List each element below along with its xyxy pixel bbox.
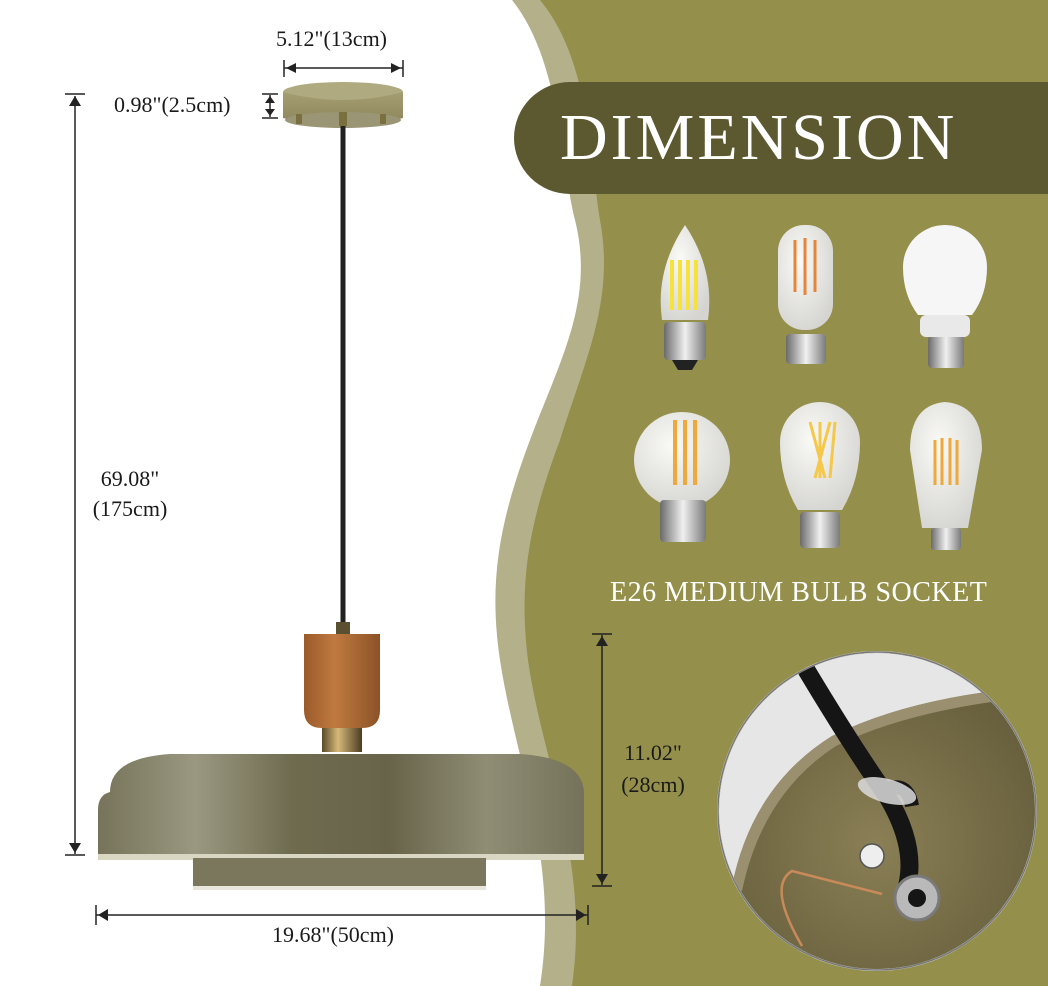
socket-title: E26 MEDIUM BULB SOCKET [610,577,988,608]
tubular-bulb-icon [778,225,833,364]
total-height-inch-label: 69.08" [100,466,160,491]
ground-symbol-sticker [859,843,885,869]
lamp-shade-inner [193,858,486,888]
led-bulb-icon [903,225,987,368]
compatible-bulbs-grid [634,225,987,550]
globe-bulb-icon [634,412,730,542]
shade-height-inch-label: 11.02" [624,740,682,765]
canopy-width-label: 5.12"(13cm) [276,26,388,51]
cord-clip [857,777,917,805]
lamp-shade-outer [98,754,584,858]
candle-bulb-icon [660,225,710,370]
brass-neck [322,728,362,752]
ceiling-canopy [283,82,403,128]
total-height-cm-label: (175cm) [92,496,168,521]
canopy-height-label: 0.98"(2.5cm) [114,92,231,117]
shade-height-cm-label: (28cm) [621,772,685,797]
shade-width-label: 19.68"(50cm) [272,922,395,947]
wiring-detail-closeup [717,651,1037,971]
ground-wire [780,869,883,947]
dimension-banner [514,82,1048,194]
edison-bulb-icon [910,402,982,550]
a19-filament-bulb-icon [780,402,860,548]
banner-title: DIMENSION [560,101,958,174]
dimension-lines [65,60,612,925]
pendant-lamp-illustration [65,60,612,925]
wood-socket-cover [304,634,380,728]
